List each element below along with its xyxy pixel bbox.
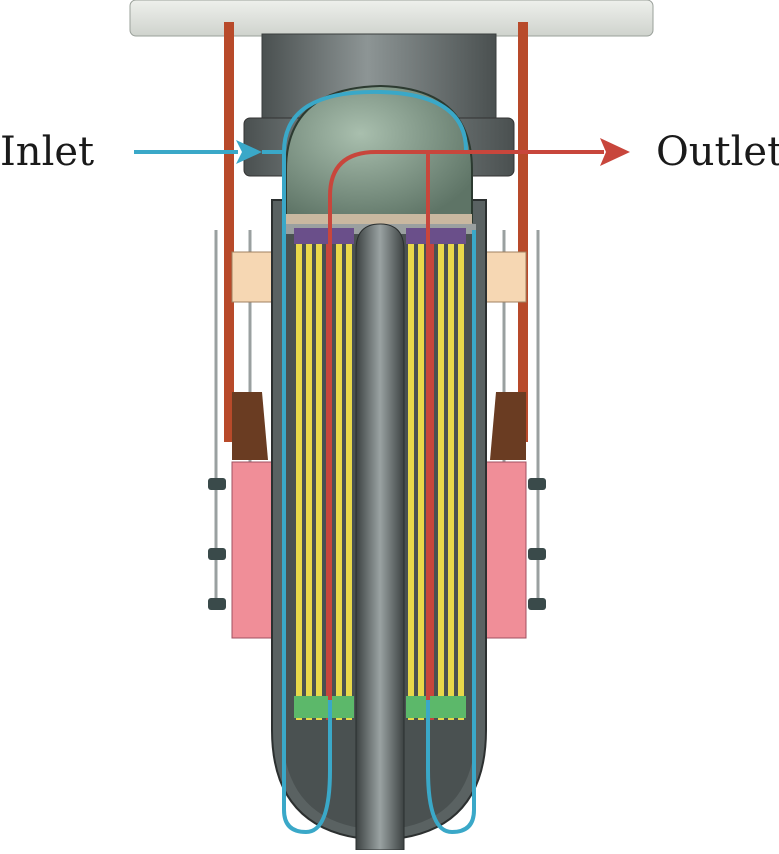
side-block-lower-right bbox=[483, 461, 527, 639]
dome-rim bbox=[286, 214, 472, 224]
inlet-flow-downcomer-right bbox=[426, 230, 476, 835]
outlet-arrowhead bbox=[600, 138, 630, 166]
bracket-right bbox=[490, 392, 526, 460]
inlet-label: Inlet bbox=[0, 129, 95, 175]
top-slab bbox=[129, 0, 654, 37]
support-pipes bbox=[224, 22, 528, 442]
bolts bbox=[208, 478, 546, 610]
central-column bbox=[355, 223, 405, 851]
side-block-lower-left bbox=[231, 461, 275, 639]
bracket-left bbox=[232, 392, 268, 460]
rod-caps-bottom bbox=[294, 696, 466, 718]
rod-caps-top bbox=[294, 228, 466, 244]
side-block-upper-left bbox=[231, 251, 275, 303]
side-block-upper-right bbox=[483, 251, 527, 303]
inlet-flow-downcomer bbox=[282, 152, 332, 835]
inlet-flow-path bbox=[134, 89, 468, 154]
fuel-rods-right bbox=[408, 230, 464, 720]
outlet-label: Outlet bbox=[656, 129, 779, 175]
inlet-arrowhead bbox=[236, 140, 262, 164]
outlet-flow-path bbox=[328, 150, 604, 700]
